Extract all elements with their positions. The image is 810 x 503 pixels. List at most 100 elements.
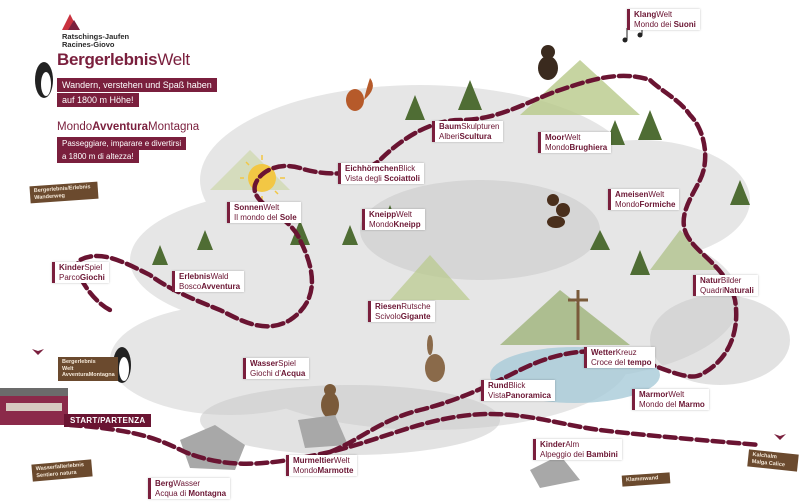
station-name-de: ErlebnisWald xyxy=(179,272,240,282)
station-it-a: Quadri xyxy=(700,285,725,295)
station-name-de: KlangWelt xyxy=(634,10,696,20)
station-name-it: MondoFormiche xyxy=(615,200,675,210)
weather-cross-icon xyxy=(568,290,588,340)
station-de-b: Wasser xyxy=(173,479,201,488)
marmot-icon xyxy=(321,384,339,418)
station-it-b: Bambini xyxy=(586,449,618,459)
station-name-de: NaturBilder xyxy=(700,276,754,286)
station-name-it: VistaPanoramica xyxy=(488,391,551,401)
squirrel-icon xyxy=(346,78,373,111)
station-de-b: Skulpturen xyxy=(461,122,500,131)
station-it-a: Alpeggio dei xyxy=(540,449,587,459)
station-de-a: Rund xyxy=(488,381,509,390)
sign-penguin-word-4: Montagna xyxy=(88,372,115,378)
station-it-a: Mondo dei xyxy=(634,19,674,29)
station-de-b: Blick xyxy=(508,381,526,390)
station-it-b: Scoiattoli xyxy=(384,173,421,183)
station-name-de: WetterKreuz xyxy=(591,348,651,358)
station-it-a: Mondo xyxy=(615,199,640,209)
sign-penguin: Bergerlebnis Welt AvventuraMontagna xyxy=(58,357,118,381)
station-de-b: Welt xyxy=(263,203,280,212)
station-de-a: Sonnen xyxy=(234,203,264,212)
station-de-a: Kinder xyxy=(59,263,85,272)
station-de-b: Welt xyxy=(396,210,412,219)
station-name-de: MarmorWelt xyxy=(639,390,705,400)
station-de-a: Erlebnis xyxy=(179,272,211,281)
station-de-b: Spiel xyxy=(84,263,103,272)
station-it-a: Mondo xyxy=(545,142,570,152)
station-de-a: Berg xyxy=(155,479,174,488)
title-de-bold: Bergerlebnis xyxy=(57,50,158,69)
tagline-it-2: a 1800 m di altezza! xyxy=(57,150,139,163)
station-de-b: Welt xyxy=(564,133,581,142)
station-name-it: Il mondo del Sole xyxy=(234,213,297,223)
sign-penguin-line-1: Bergerlebnis xyxy=(62,359,96,365)
station-it-b: Montagna xyxy=(188,488,227,498)
station-de-a: Baum xyxy=(439,122,462,131)
page-title-de: BergerlebnisWelt xyxy=(57,50,190,70)
station-name-it: MondoMarmotte xyxy=(293,466,353,476)
station-name-de: BaumSkulpturen xyxy=(439,122,499,132)
station-name-de: AmeisenWelt xyxy=(615,190,675,200)
station-de-a: Murmeltier xyxy=(293,456,334,465)
page-title-it: MondoAvventuraMontagna xyxy=(57,121,199,133)
station-de-b: Spiel xyxy=(278,359,296,368)
station-it-a: Scivolo xyxy=(375,311,401,321)
station-it-a: Vista xyxy=(488,390,506,400)
station-it-b: Scultura xyxy=(459,131,492,141)
sign-penguin-word-2: Welt xyxy=(62,365,74,372)
station-it-a: Croce del xyxy=(591,357,628,367)
station-name-de: RundBlick xyxy=(488,381,551,391)
logo-icon xyxy=(60,12,80,32)
station-it-b: Brughiera xyxy=(569,142,608,152)
station-it-b: Panoramica xyxy=(505,390,551,400)
sign-penguin-word-3: Avventura xyxy=(62,372,89,378)
station-name-it: Vista degli Scoiattoli xyxy=(345,174,420,184)
station-it-a: Bosco xyxy=(179,281,202,291)
title-it-bold: Avventura xyxy=(92,121,148,133)
station-de-a: Klang xyxy=(634,10,657,19)
title-de-light: Welt xyxy=(157,50,190,69)
station-de-a: Marmor xyxy=(639,390,669,399)
station-de-a: Ameisen xyxy=(615,190,649,199)
station-name-de: RiesenRutsche xyxy=(375,302,431,312)
station-de-b: Bilder xyxy=(720,276,742,285)
station-name-it: ParcoGiochi xyxy=(59,273,105,283)
station-it-b: Marmo xyxy=(678,399,705,409)
station-it-b: Giochi xyxy=(79,272,105,282)
station-it-b: Sole xyxy=(279,212,297,222)
station-name-it: BoscoAvventura xyxy=(179,282,240,292)
rocks xyxy=(180,415,580,488)
station-it-a: Giochi d' xyxy=(250,368,281,378)
station-it-b: Marmotte xyxy=(317,465,354,475)
station-name-it: ScivoloGigante xyxy=(375,312,431,322)
station-de-b: Blick xyxy=(398,164,416,173)
station-it-b: Avventura xyxy=(201,281,241,291)
station-name-de: KneippWelt xyxy=(369,210,421,220)
title-it-light-2: Montagna xyxy=(148,121,200,133)
station-de-b: Welt xyxy=(668,390,685,399)
station-de-b: Welt xyxy=(656,10,673,19)
station-name-it: Croce del tempo xyxy=(591,358,651,368)
station-de-a: Wetter xyxy=(591,348,616,357)
station-it-b: Suoni xyxy=(673,19,696,29)
station-it-b: Acqua xyxy=(280,368,306,378)
station-de-a: Kinder xyxy=(540,440,566,449)
station-name-de: KinderAlm xyxy=(540,440,618,450)
tagline-it-1: Passeggiare, imparare e divertirsi xyxy=(57,137,187,150)
station-de-a: Eichhörnchen xyxy=(345,164,399,173)
